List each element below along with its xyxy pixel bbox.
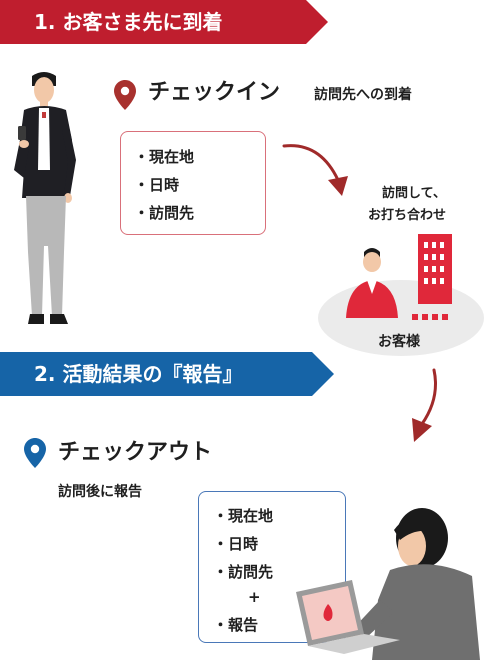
visit-text: 訪問して、 お打ち合わせ (368, 183, 446, 227)
location-pin-icon (114, 80, 136, 110)
checkin-subheading: 訪問先への到着 (314, 87, 412, 103)
client-building-illustration (346, 234, 452, 320)
curved-arrow-1 (282, 144, 348, 196)
checkout-item-datetime: ・日時 (213, 535, 259, 553)
checkin-item-datetime: ・日時 (134, 176, 180, 194)
step1-banner-label: 1. お客さま先に到着 (34, 10, 223, 34)
visit-text-line1: 訪問して、 (382, 186, 446, 201)
checkin-item-destination: ・訪問先 (134, 204, 195, 222)
checkout-item-report: ・報告 (213, 616, 259, 634)
visit-text-line2: お打ち合わせ (367, 208, 446, 223)
checkout-item-location: ・現在地 (213, 507, 274, 525)
checkout-item-destination: ・訪問先 (213, 563, 274, 581)
location-pin-icon (24, 438, 46, 468)
checkin-item-location: ・現在地 (134, 148, 195, 166)
checkin-info-box (120, 131, 266, 235)
laptop-worker-illustration (296, 508, 480, 660)
checkin-heading: チェックイン (148, 80, 281, 105)
step1-banner: 1. お客さま先に到着 (0, 0, 328, 44)
checkout-plus: + (248, 588, 261, 606)
client-background (318, 280, 484, 356)
step2-banner-label: 2. 活動結果の『報告』 (34, 362, 243, 386)
client-label: お客様 (378, 334, 420, 350)
step2-banner: 2. 活動結果の『報告』 (0, 352, 334, 396)
curved-arrow-2 (412, 368, 437, 442)
checkout-subheading: 訪問後に報告 (58, 484, 142, 500)
checkout-heading: チェックアウト (58, 440, 213, 465)
businessman-illustration (14, 72, 76, 324)
